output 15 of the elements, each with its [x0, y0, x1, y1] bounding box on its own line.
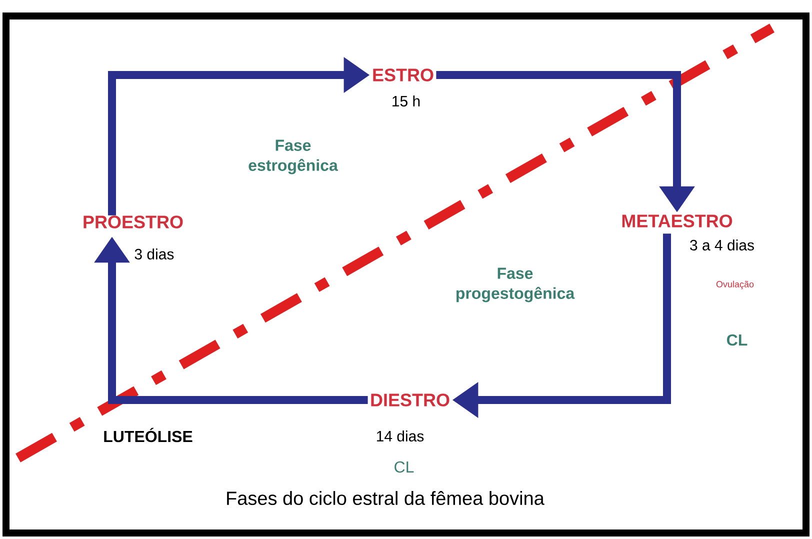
caption: Fases do ciclo estral da fêmea bovina	[227, 491, 544, 505]
event-label: CL	[727, 334, 748, 346]
duration-label: 3 a 4 dias	[690, 240, 754, 250]
event-label: LUTEÓLISE	[104, 428, 192, 442]
duration-label: 14 dias	[376, 430, 424, 442]
phase-name: METAESTRO	[622, 214, 732, 228]
phase-name: DIESTRO	[371, 394, 450, 406]
event-label: CL	[394, 461, 414, 473]
event-label: Ovulação	[716, 280, 754, 290]
phase-label: Fase progestogênica	[456, 268, 575, 302]
phase-name: PROESTRO	[84, 216, 183, 228]
duration-label: 15 h	[392, 96, 420, 106]
phase-label: Fase estrogênica	[248, 140, 338, 174]
duration-label: 3 dias	[134, 248, 174, 260]
phase-name: ESTRO	[373, 68, 434, 82]
